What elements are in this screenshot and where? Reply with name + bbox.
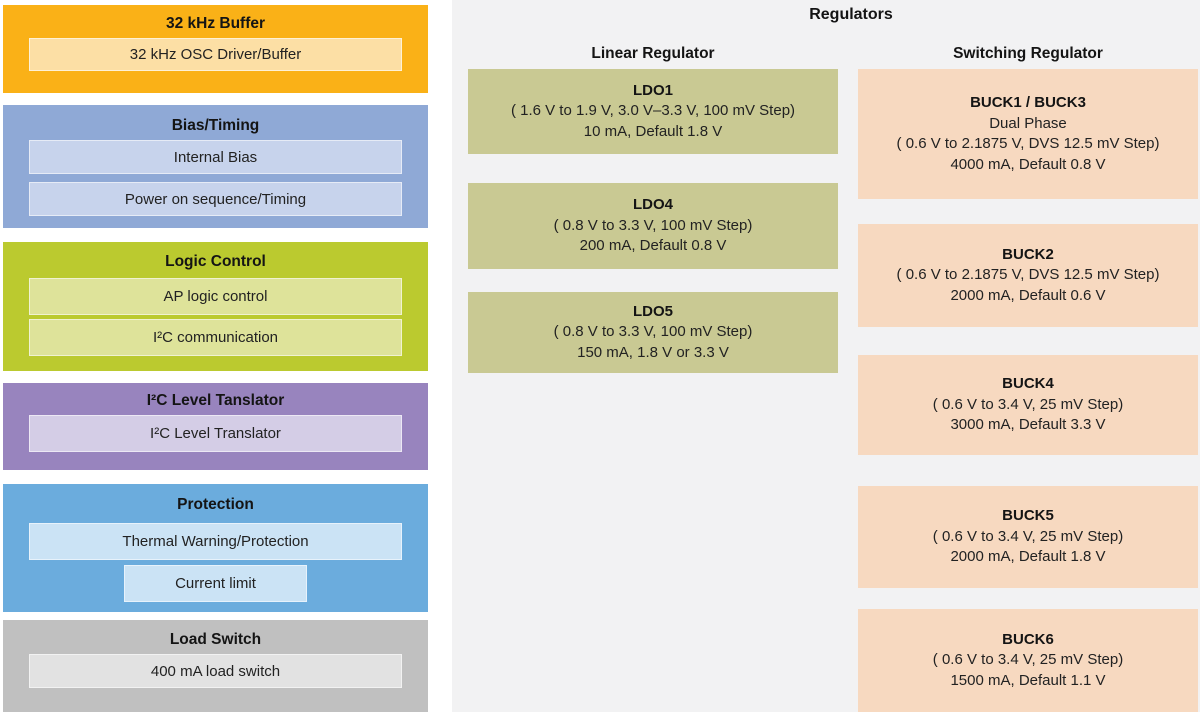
- buck6-block: BUCK6 ( 0.6 V to 3.4 V, 25 mV Step) 1500…: [858, 609, 1198, 712]
- block-title: Load Switch: [169, 631, 262, 648]
- block-load-switch: Load Switch 400 mA load switch: [3, 620, 428, 712]
- block-title: Protection: [177, 496, 254, 513]
- block-item: I²C Level Translator: [29, 415, 402, 452]
- block-32khz-buffer: 32 kHz Buffer 32 kHz OSC Driver/Buffer: [3, 5, 428, 93]
- regulator-name: BUCK2: [1002, 245, 1054, 263]
- regulator-range: ( 1.6 V to 1.9 V, 3.0 V–3.3 V, 100 mV St…: [510, 102, 796, 120]
- regulator-name: BUCK5: [1002, 507, 1054, 525]
- regulator-range: ( 0.6 V to 2.1875 V, DVS 12.5 mV Step): [896, 266, 1160, 284]
- block-item: 400 mA load switch: [29, 654, 402, 688]
- regulator-rating: 1500 mA, Default 1.1 V: [950, 671, 1106, 689]
- linear-regulator-header: Linear Regulator: [591, 45, 715, 62]
- regulator-rating: 200 mA, Default 0.8 V: [579, 237, 727, 255]
- regulator-range: ( 0.6 V to 3.4 V, 25 mV Step): [932, 651, 1124, 669]
- block-item: I²C communication: [29, 319, 402, 356]
- block-item: Internal Bias: [29, 140, 402, 174]
- switching-regulator-header: Switching Regulator: [953, 45, 1103, 62]
- ldo5-block: LDO5 ( 0.8 V to 3.3 V, 100 mV Step) 150 …: [468, 292, 838, 373]
- block-item: Current limit: [124, 565, 307, 602]
- block-i2c-level-translator: I²C Level Tanslator I²C Level Translator: [3, 383, 428, 470]
- regulator-range: ( 0.6 V to 2.1875 V, DVS 12.5 mV Step): [896, 135, 1160, 152]
- regulators-panel: Regulators Linear Regulator Switching Re…: [452, 0, 1200, 712]
- block-item: Power on sequence/Timing: [29, 182, 402, 216]
- regulator-range: ( 0.8 V to 3.3 V, 100 mV Step): [553, 216, 753, 234]
- regulator-name: BUCK1 / BUCK3: [970, 94, 1086, 111]
- block-title: Logic Control: [165, 253, 266, 270]
- block-item: AP logic control: [29, 278, 402, 315]
- block-title: Bias/Timing: [171, 117, 260, 134]
- regulator-rating: 150 mA, 1.8 V or 3.3 V: [577, 343, 729, 361]
- regulator-name: LDO1: [632, 81, 673, 99]
- regulator-range: ( 0.6 V to 3.4 V, 25 mV Step): [932, 527, 1124, 545]
- block-logic-control: Logic Control AP logic control I²C commu…: [3, 242, 428, 371]
- regulator-range: ( 0.6 V to 3.4 V, 25 mV Step): [932, 395, 1124, 413]
- regulator-rating: 2000 mA, Default 0.6 V: [950, 286, 1106, 304]
- regulator-subtitle: Dual Phase: [989, 114, 1067, 132]
- block-item: 32 kHz OSC Driver/Buffer: [29, 38, 402, 71]
- regulator-name: BUCK6: [1002, 630, 1054, 648]
- block-title: 32 kHz Buffer: [165, 15, 266, 32]
- ldo1-block: LDO1 ( 1.6 V to 1.9 V, 3.0 V–3.3 V, 100 …: [468, 69, 838, 154]
- regulator-name: LDO5: [632, 302, 673, 320]
- buck1-buck3-block: BUCK1 / BUCK3 Dual Phase ( 0.6 V to 2.18…: [858, 69, 1198, 199]
- block-bias-timing: Bias/Timing Internal Bias Power on seque…: [3, 105, 428, 228]
- block-protection: Protection Thermal Warning/Protection Cu…: [3, 484, 428, 612]
- buck2-block: BUCK2 ( 0.6 V to 2.1875 V, DVS 12.5 mV S…: [858, 224, 1198, 327]
- buck4-block: BUCK4 ( 0.6 V to 3.4 V, 25 mV Step) 3000…: [858, 355, 1198, 455]
- regulators-title: Regulators: [809, 6, 893, 23]
- regulator-range: ( 0.8 V to 3.3 V, 100 mV Step): [553, 323, 753, 341]
- regulator-rating: 2000 mA, Default 1.8 V: [950, 548, 1106, 566]
- regulator-name: BUCK4: [1002, 375, 1054, 393]
- regulator-rating: 10 mA, Default 1.8 V: [583, 122, 723, 140]
- regulator-rating: 3000 mA, Default 3.3 V: [950, 416, 1106, 434]
- regulator-rating: 4000 mA, Default 0.8 V: [950, 155, 1106, 173]
- ldo4-block: LDO4 ( 0.8 V to 3.3 V, 100 mV Step) 200 …: [468, 183, 838, 269]
- buck5-block: BUCK5 ( 0.6 V to 3.4 V, 25 mV Step) 2000…: [858, 486, 1198, 588]
- regulator-name: LDO4: [632, 196, 673, 214]
- block-item: Thermal Warning/Protection: [29, 523, 402, 560]
- block-title: I²C Level Tanslator: [146, 392, 285, 409]
